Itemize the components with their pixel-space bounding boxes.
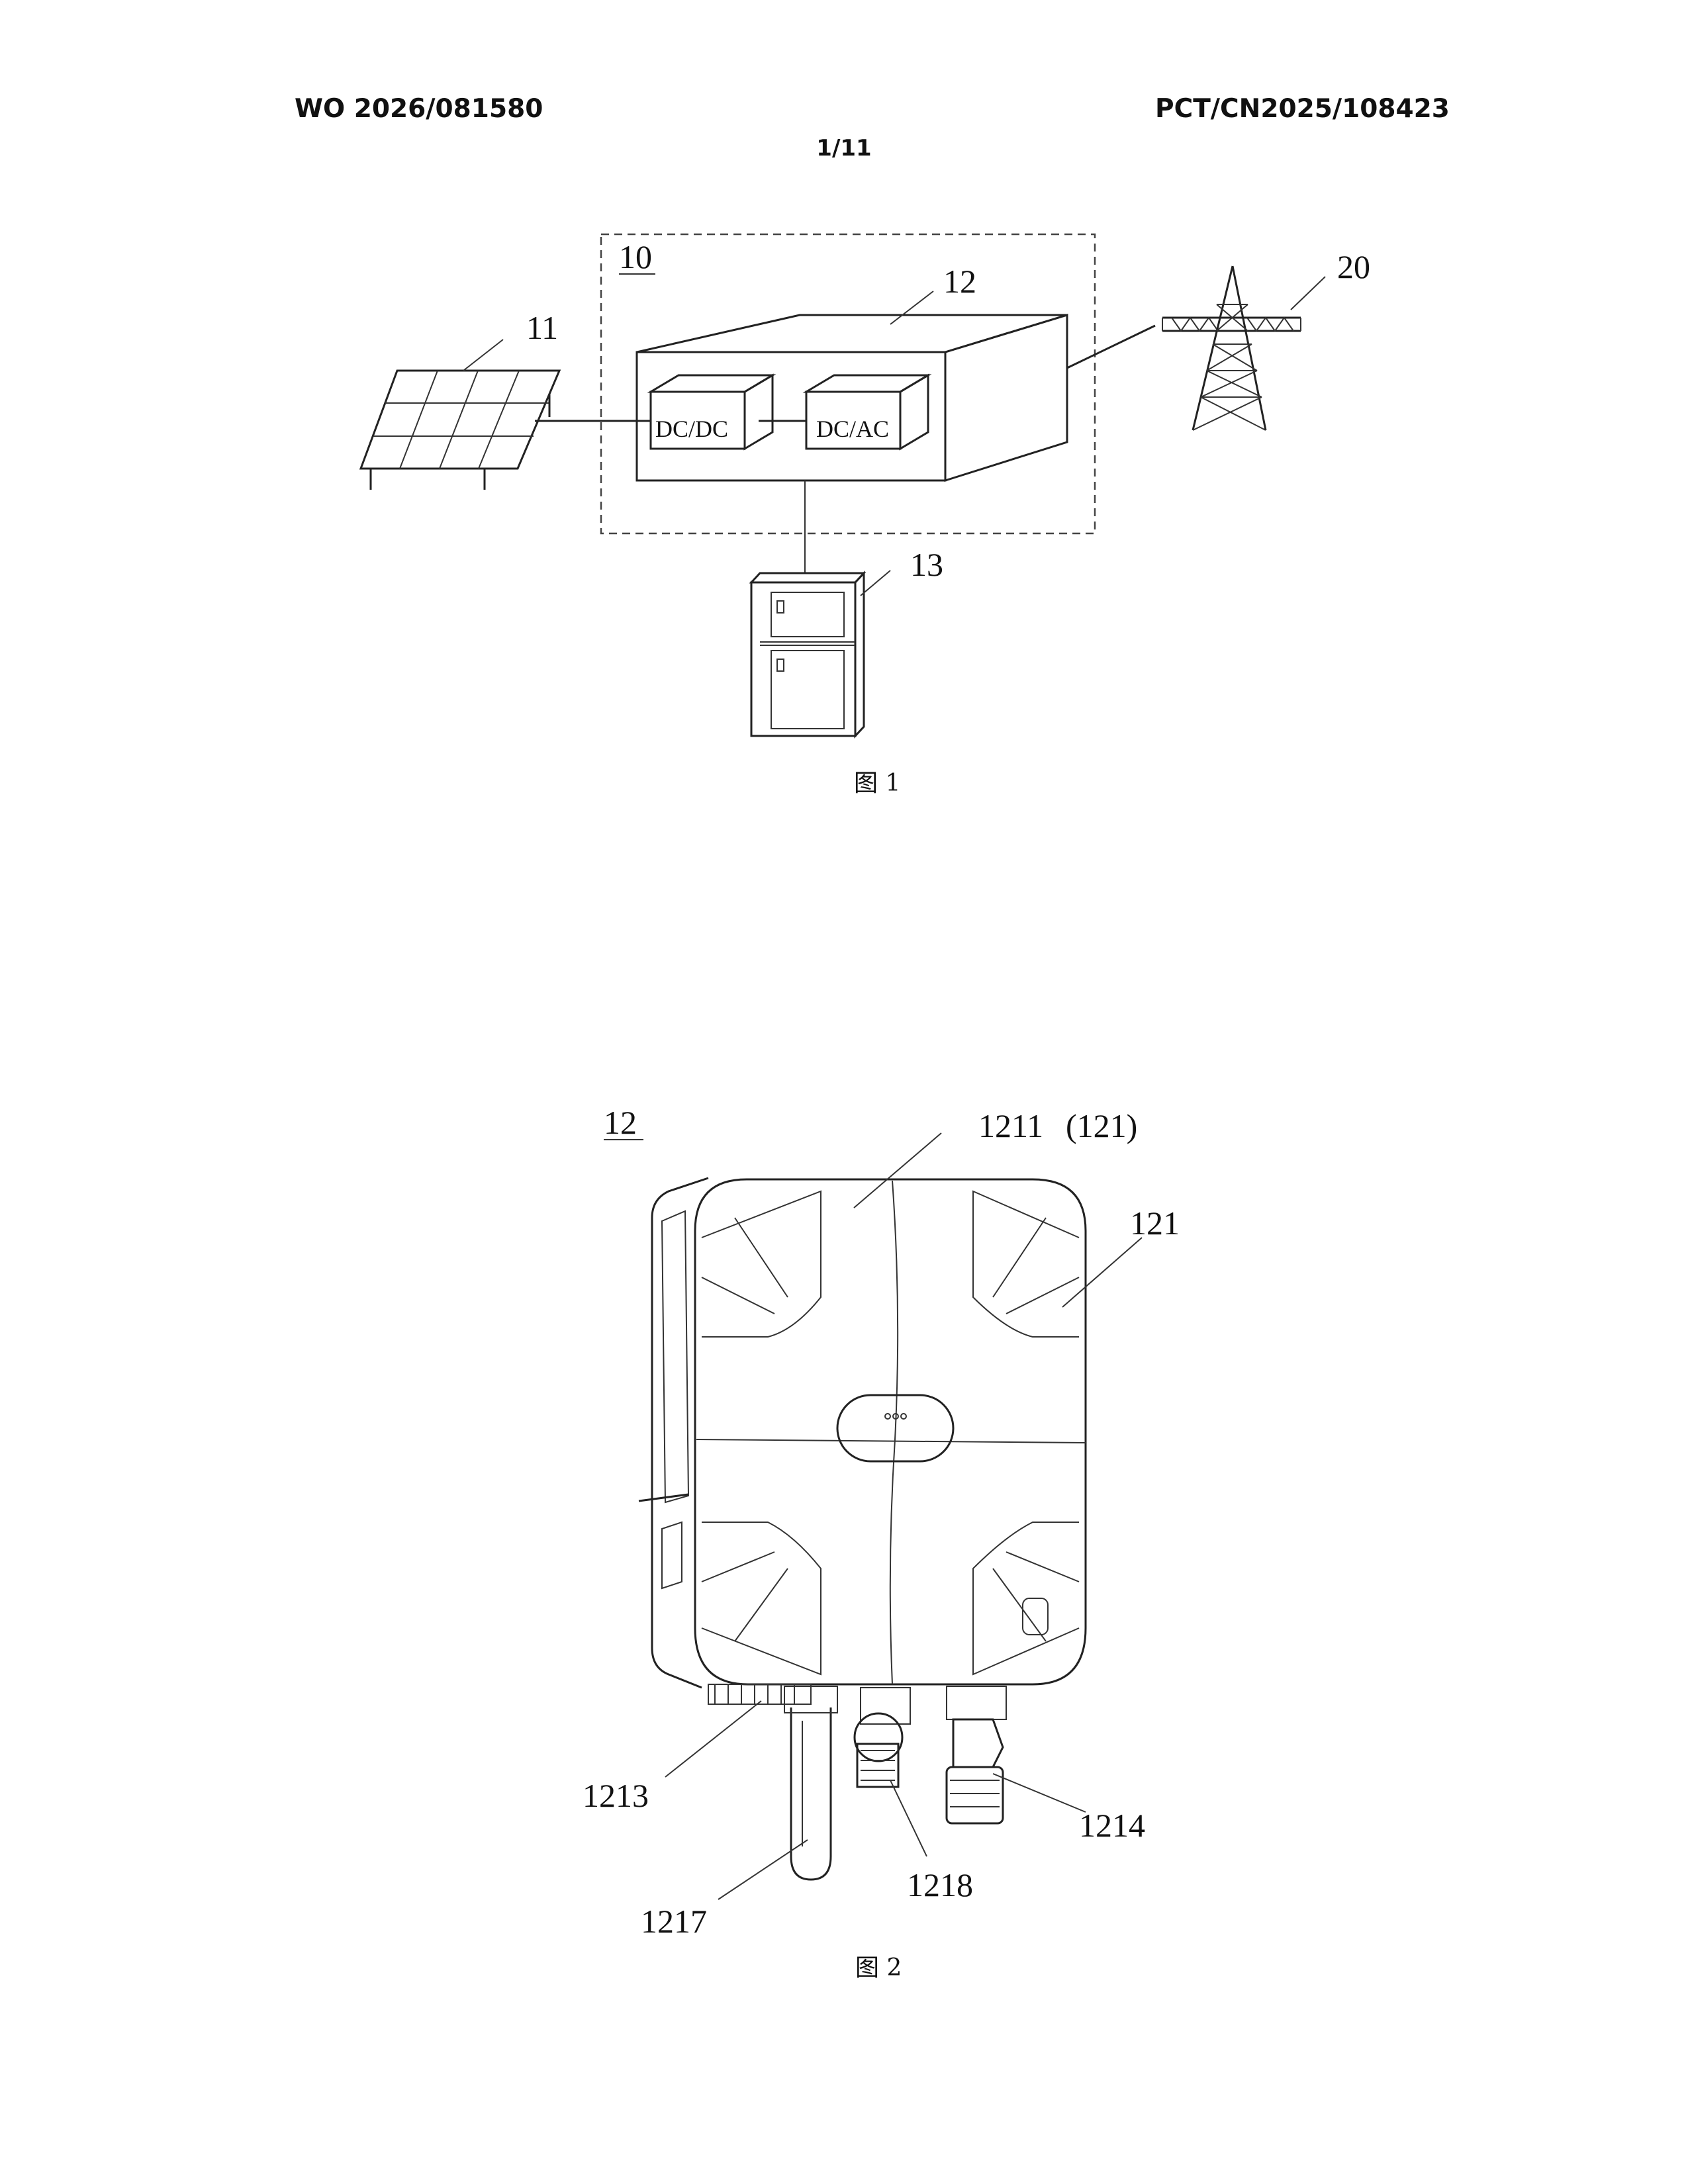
dcac-label: DC/AC xyxy=(816,416,889,442)
terminal-block xyxy=(708,1684,811,1704)
panel-label: 11 xyxy=(526,309,558,346)
horizontal-seam xyxy=(696,1439,1086,1443)
cover-ref-label: (121) xyxy=(1066,1107,1137,1144)
mounting-bracket xyxy=(662,1211,688,1502)
ports-label: 1213 xyxy=(583,1777,649,1814)
antenna xyxy=(791,1707,831,1880)
right-cable-gland xyxy=(947,1686,1006,1823)
transmission-tower-icon xyxy=(1162,266,1301,430)
system-boundary xyxy=(601,234,1095,533)
mid-gland-leader xyxy=(890,1780,927,1856)
housing-side-profile xyxy=(652,1178,708,1688)
dcdc-label: DC/DC xyxy=(655,416,728,442)
device-label: 12 xyxy=(604,1104,637,1141)
led-dot xyxy=(901,1414,906,1419)
figure-1-caption: 图 1 xyxy=(854,770,900,797)
cabinet-leader xyxy=(861,570,890,596)
figure-2: 12 xyxy=(583,1104,1180,1981)
cover-leader xyxy=(854,1133,941,1208)
bottom-left-rib xyxy=(702,1522,821,1674)
inverter-label: 12 xyxy=(943,263,976,300)
top-left-rib xyxy=(702,1191,821,1337)
figure-1: 10 11 12 xyxy=(361,234,1370,797)
inverter-box xyxy=(637,315,1067,480)
right-gland-leader xyxy=(993,1774,1086,1812)
ports-leader xyxy=(665,1701,761,1777)
vent-slot xyxy=(1023,1598,1048,1635)
led-dot xyxy=(885,1414,890,1419)
antenna-label: 1217 xyxy=(641,1903,707,1940)
housing-leader xyxy=(1062,1238,1142,1307)
cabinet-label: 13 xyxy=(910,546,943,583)
bottom-right-rib xyxy=(973,1522,1079,1674)
vertical-seam xyxy=(890,1181,898,1684)
mid-gland-label: 1218 xyxy=(907,1866,973,1903)
grid-label: 20 xyxy=(1337,248,1370,285)
bracket-clip xyxy=(662,1522,682,1588)
storage-cabinet-icon xyxy=(751,573,864,736)
right-gland-label: 1214 xyxy=(1079,1807,1145,1844)
mid-cable-gland xyxy=(855,1688,910,1787)
solar-panel-icon xyxy=(361,340,559,490)
grid-leader xyxy=(1291,277,1325,310)
top-right-rib xyxy=(973,1191,1079,1337)
inverter-leader xyxy=(890,291,933,324)
inverter-to-grid-line xyxy=(1067,326,1155,368)
figure-2-caption: 图 2 xyxy=(855,1954,902,1981)
cover-label: 1211 xyxy=(978,1107,1043,1144)
housing-label: 121 xyxy=(1130,1205,1180,1242)
system-label: 10 xyxy=(619,238,652,275)
